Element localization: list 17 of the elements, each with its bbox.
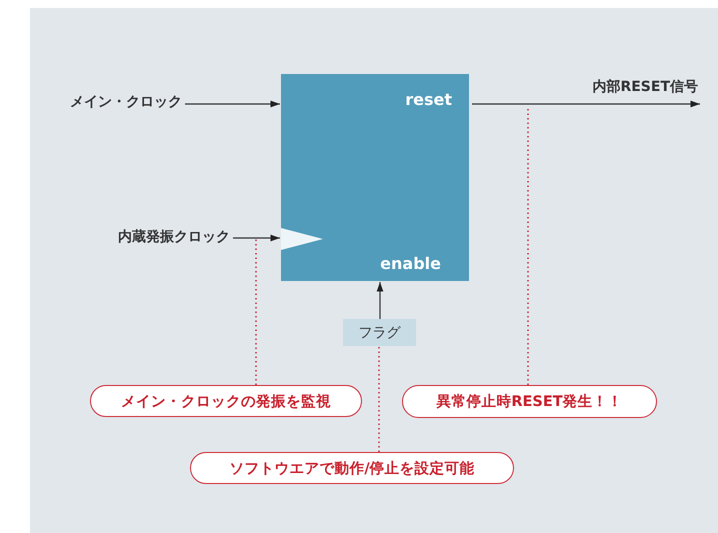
leader-line [527,106,529,385]
port-label: reset [405,90,452,109]
signal-label: 内蔵発振クロック [118,228,230,246]
edge-label: 内部RESET信号 [592,78,698,96]
signal-label: メイン・クロック [70,93,182,111]
arrow [376,282,384,319]
arrow [233,234,280,242]
arrow [185,100,280,108]
circuit-block [281,74,469,281]
leader-line [378,347,380,452]
arrow [472,100,700,108]
leader-line [255,238,257,385]
callout-bubble: 異常停止時RESET発生！！ [402,385,657,418]
callout-bubble: ソフトウエアで動作/停止を設定可能 [190,452,514,484]
callout-bubble: メイン・クロックの発振を監視 [90,385,362,417]
flag-box: フラグ [343,319,416,346]
port-label: enable [380,254,441,273]
